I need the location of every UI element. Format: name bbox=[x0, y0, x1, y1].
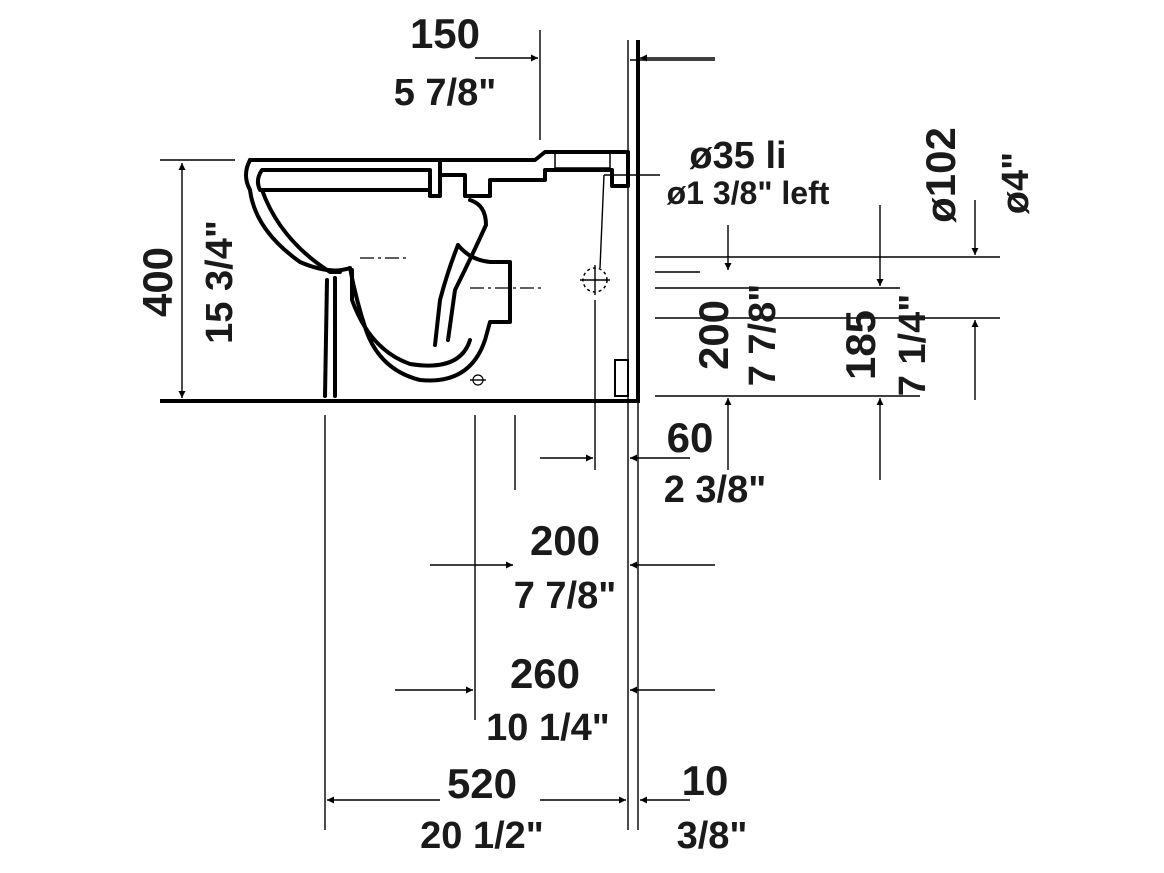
outlet-diameter-inch: ø4" bbox=[995, 152, 1037, 214]
toilet-body bbox=[244, 150, 630, 398]
dim-520-mm: 520 bbox=[447, 760, 517, 807]
dim-400-mm: 400 bbox=[134, 247, 181, 317]
dim-260-mm: 260 bbox=[510, 650, 580, 697]
outlet-height-mm: 185 bbox=[837, 310, 884, 380]
dim-260-inch: 10 1/4" bbox=[486, 707, 610, 749]
outlet-diameter-mm: ø102 bbox=[917, 127, 964, 223]
dim-60-inch: 2 3/8" bbox=[664, 469, 767, 511]
dim-10-inch: 3/8" bbox=[677, 815, 748, 857]
dim-200-inch: 7 7/8" bbox=[514, 575, 617, 617]
inlet-height-inch: 7 7/8" bbox=[742, 284, 784, 387]
dim-10-mm: 10 bbox=[682, 757, 729, 804]
inlet-diameter-inch: ø1 3/8" left bbox=[667, 175, 830, 211]
dim-200-mm: 200 bbox=[530, 517, 600, 564]
outlet-height-inch: 7 1/4" bbox=[892, 294, 934, 397]
dim-60-mm: 60 bbox=[667, 414, 714, 461]
dim-150-mm: 150 bbox=[410, 10, 480, 57]
inlet-diameter-mm: ø35 li bbox=[689, 135, 786, 177]
inlet-height-mm: 200 bbox=[690, 300, 737, 370]
dim-150-inch: 5 7/8" bbox=[394, 72, 497, 114]
dim-400-inch: 15 3/4" bbox=[199, 220, 241, 344]
dim-520-inch: 20 1/2" bbox=[420, 815, 544, 857]
